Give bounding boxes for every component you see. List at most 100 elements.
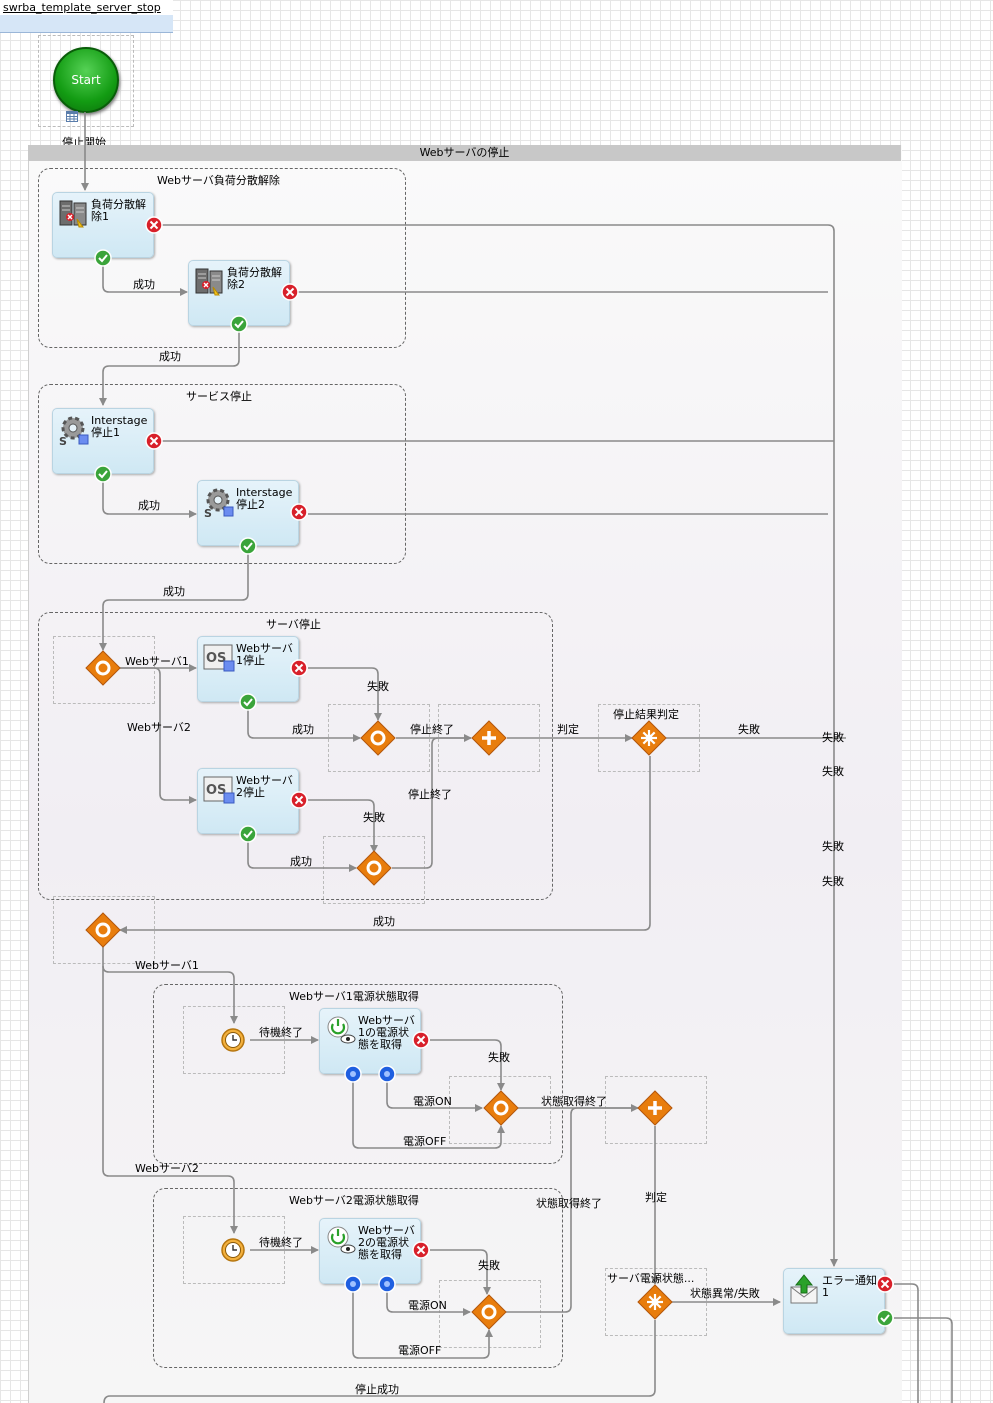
group-service-stop[interactable] xyxy=(38,384,406,564)
os-icon: OS xyxy=(203,776,235,804)
parallel-gateway-icon[interactable] xyxy=(471,720,507,756)
label-power-on: 電源ON xyxy=(408,1299,447,1312)
label-state-end: 状態取得終了 xyxy=(541,1095,607,1108)
label-success: 成功 xyxy=(138,499,160,512)
group-service-stop-label: サービス停止 xyxy=(186,390,252,403)
pool-web-server-stop xyxy=(28,145,902,1403)
task-power-state-2[interactable]: Webサーバ2の電源状態を取得 xyxy=(319,1218,421,1284)
timer-clock-icon[interactable] xyxy=(221,1238,245,1262)
label-success: 成功 xyxy=(163,585,185,598)
task-label: 負荷分散解除1 xyxy=(91,198,146,223)
gateway-bounds xyxy=(449,1076,551,1144)
label-fail: 失敗 xyxy=(822,840,844,853)
merge-gateway-icon[interactable] xyxy=(356,850,392,886)
label-stop-result: 停止結果判定 xyxy=(613,708,679,721)
error-exit-icon[interactable] xyxy=(412,1031,430,1049)
task-error-notify[interactable]: エラー通知1 xyxy=(783,1268,885,1334)
icon-letter: OS xyxy=(206,783,226,798)
error-exit-icon[interactable] xyxy=(145,432,163,450)
success-exit-icon[interactable] xyxy=(239,537,257,555)
server-icon xyxy=(195,268,223,296)
gateway-bounds xyxy=(439,1280,541,1348)
service-gear-icon: S xyxy=(59,416,89,447)
success-exit-icon[interactable] xyxy=(876,1309,894,1327)
task-power-state-1[interactable]: Webサーバ1の電源状態を取得 xyxy=(319,1008,421,1074)
success-exit-icon[interactable] xyxy=(239,693,257,711)
merge-gateway-icon[interactable] xyxy=(360,720,396,756)
table-icon[interactable] xyxy=(66,111,78,122)
parallel-gateway-icon[interactable] xyxy=(637,1090,673,1126)
label-fail: 失敗 xyxy=(367,680,389,693)
label-wait-end: 待機終了 xyxy=(259,1026,303,1039)
complex-gateway-icon[interactable] xyxy=(631,720,667,756)
label-success: 成功 xyxy=(133,278,155,291)
branch-exit-icon[interactable] xyxy=(344,1275,362,1293)
success-exit-icon[interactable] xyxy=(94,465,112,483)
exclusive-gateway-icon[interactable] xyxy=(85,912,121,948)
task-label: Webサーバ2の電源状態を取得 xyxy=(358,1224,415,1261)
task-lb-release-1[interactable]: 負荷分散解除1 xyxy=(52,192,154,258)
pool-title: Webサーバの停止 xyxy=(28,145,901,161)
power-icon xyxy=(327,1226,356,1254)
task-interstage-stop-2[interactable]: S Interstage停止2 xyxy=(197,480,299,546)
label-success: 成功 xyxy=(159,350,181,363)
success-exit-icon[interactable] xyxy=(239,825,257,843)
exclusive-gateway-icon[interactable] xyxy=(85,650,121,686)
success-exit-icon[interactable] xyxy=(94,249,112,267)
start-label: Start xyxy=(71,73,101,87)
label-fail: 失敗 xyxy=(822,765,844,778)
merge-gateway-icon[interactable] xyxy=(471,1294,507,1330)
error-exit-icon[interactable] xyxy=(290,791,308,809)
task-web-server-2-stop[interactable]: OS Webサーバ2停止 xyxy=(197,768,299,834)
branch-exit-icon[interactable] xyxy=(378,1275,396,1293)
os-icon: OS xyxy=(203,644,235,672)
label-state-fail: 状態異常/失敗 xyxy=(690,1287,760,1300)
start-event[interactable]: Start xyxy=(53,47,119,113)
start-bounds xyxy=(38,35,134,127)
error-exit-icon[interactable] xyxy=(290,503,308,521)
label-fail: 失敗 xyxy=(738,723,760,736)
task-label: 負荷分散解除2 xyxy=(227,266,282,291)
label-judge: 判定 xyxy=(557,723,579,736)
branch-exit-icon[interactable] xyxy=(344,1065,362,1083)
label-power-off: 電源OFF xyxy=(398,1344,442,1357)
group-power-state-1-label: Webサーバ1電源状態取得 xyxy=(289,990,419,1003)
icon-letter: S xyxy=(59,435,67,447)
task-label: Webサーバ1停止 xyxy=(236,642,293,667)
group-server-stop-label: サーバ停止 xyxy=(266,618,321,631)
error-exit-icon[interactable] xyxy=(290,659,308,677)
branch-exit-icon[interactable] xyxy=(378,1065,396,1083)
diagram-tab[interactable]: swrba_template_server_stop xyxy=(0,0,173,33)
group-power-state-1[interactable] xyxy=(153,984,563,1164)
service-gear-icon: S xyxy=(204,488,234,519)
label-fail: 失敗 xyxy=(478,1259,500,1272)
label-state-end: 状態取得終了 xyxy=(536,1197,602,1210)
diagram-tab-title[interactable]: swrba_template_server_stop xyxy=(0,0,173,15)
label-web2: Webサーバ2 xyxy=(135,1162,199,1175)
group-power-state-2[interactable] xyxy=(153,1188,563,1368)
label-web1: Webサーバ1 xyxy=(135,959,199,972)
group-server-stop[interactable] xyxy=(38,612,553,900)
server-icon xyxy=(59,200,87,228)
gateway-bounds xyxy=(53,636,155,704)
label-stop-end: 停止終了 xyxy=(408,788,452,801)
task-label: Webサーバ1の電源状態を取得 xyxy=(358,1014,415,1051)
label-success: 成功 xyxy=(290,855,312,868)
label-power-off: 電源OFF xyxy=(403,1135,447,1148)
group-lb-release[interactable] xyxy=(38,168,406,348)
gateway-bounds xyxy=(605,1076,707,1144)
success-exit-icon[interactable] xyxy=(230,315,248,333)
merge-gateway-icon[interactable] xyxy=(483,1090,519,1126)
timer-clock-icon[interactable] xyxy=(221,1028,245,1052)
label-fail: 失敗 xyxy=(488,1051,510,1064)
error-exit-icon[interactable] xyxy=(281,283,299,301)
label-stop-end: 停止終了 xyxy=(410,723,454,736)
error-exit-icon[interactable] xyxy=(145,216,163,234)
error-exit-icon[interactable] xyxy=(876,1275,894,1293)
complex-gateway-icon[interactable] xyxy=(637,1284,673,1320)
task-label: Interstage停止1 xyxy=(91,414,148,439)
task-label: Interstage停止2 xyxy=(236,486,293,511)
error-exit-icon[interactable] xyxy=(412,1241,430,1259)
